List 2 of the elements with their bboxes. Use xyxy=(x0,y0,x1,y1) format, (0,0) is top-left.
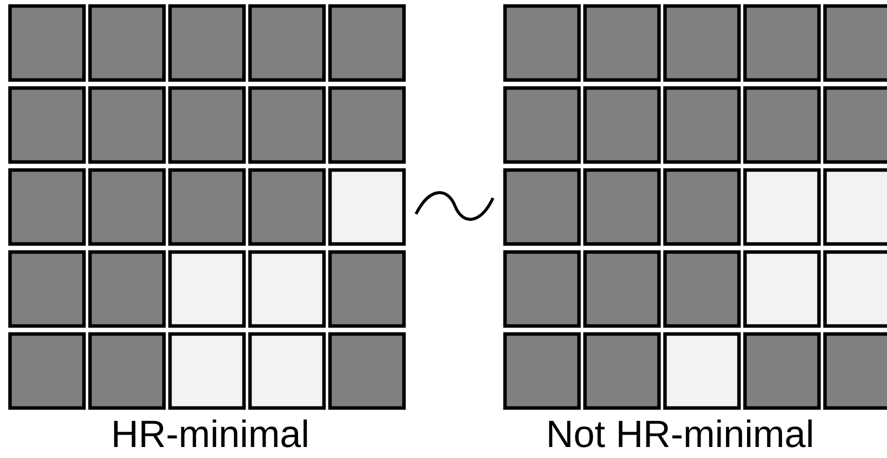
grid-caption: HR-minimal xyxy=(111,416,310,454)
grid-caption: Not HR-minimal xyxy=(546,416,814,454)
